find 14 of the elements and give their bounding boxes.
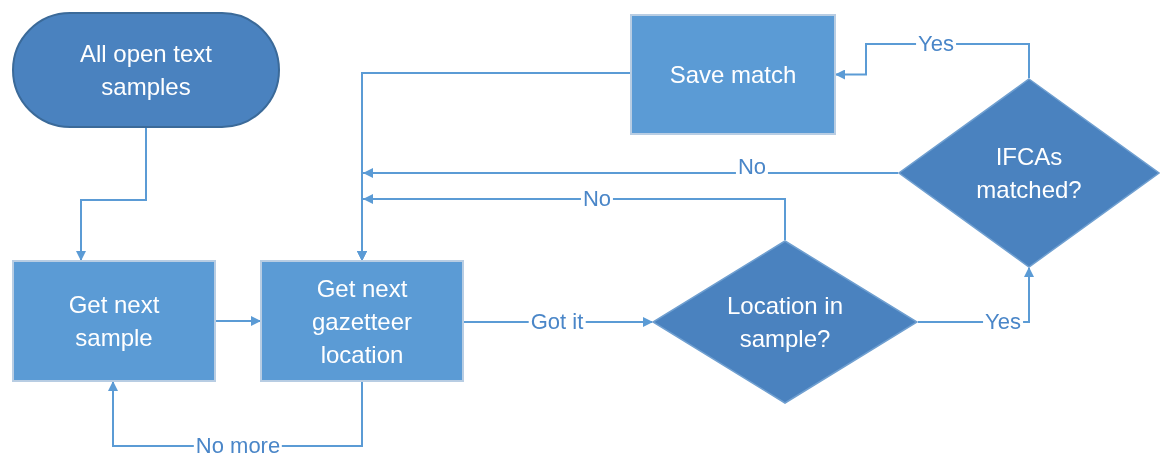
node-label: Location in sample? bbox=[725, 291, 845, 354]
decision-diamond bbox=[652, 240, 918, 404]
arrow bbox=[76, 127, 147, 261]
decision-diamond bbox=[898, 78, 1160, 268]
process-box bbox=[260, 260, 464, 382]
process-box bbox=[12, 260, 216, 382]
arrow bbox=[357, 72, 631, 261]
arrow bbox=[215, 316, 261, 326]
node-label: Save match bbox=[669, 60, 797, 90]
process-box bbox=[630, 14, 836, 135]
node-label: All open text samples bbox=[78, 39, 214, 102]
node-label: IFCAs matched? bbox=[975, 142, 1083, 205]
node-label: Get next sample bbox=[67, 290, 161, 353]
node-label: Get next gazetteer location bbox=[310, 273, 414, 370]
